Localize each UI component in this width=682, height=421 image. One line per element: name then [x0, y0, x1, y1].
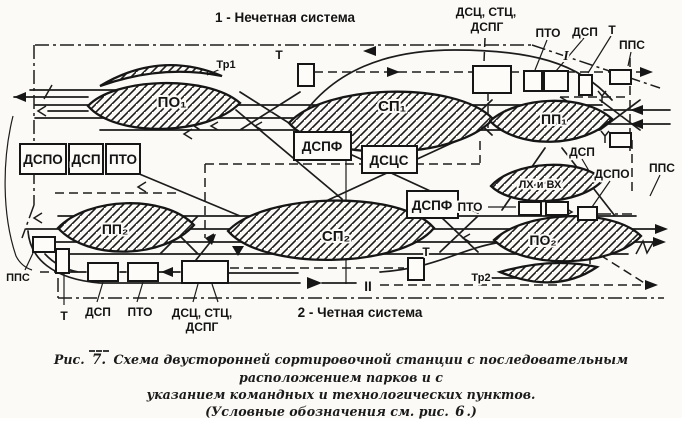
post-dsp-left-label: ДСП [71, 152, 100, 167]
post-dspf-lower-box [406, 190, 459, 219]
caption-line-2: указанием командных и технологических пу… [0, 386, 682, 403]
page-edge-curve [4, 115, 33, 271]
post-pto-left-label: ПТО [109, 152, 137, 167]
post-dspf-lower-label: ДСПФ [412, 198, 453, 213]
label-top-dspg: ДСПГ [471, 20, 504, 34]
label-right-dsp: ДСП [569, 145, 595, 159]
park-po2-label: ПО₂ [529, 232, 556, 248]
station-boundaries [4, 44, 664, 299]
post-dsp-left-box [68, 143, 104, 175]
dash-dot-boundary [21, 44, 664, 299]
label-top-t: Т [608, 23, 616, 37]
park-po1-label: ПО₁ [158, 94, 187, 111]
post-dspf-lower: ДСПФ [406, 190, 459, 219]
caption-note-prefix: (Условные обозначения см. рис. [205, 404, 449, 419]
depot-lh-vh-label: ЛХ и ВХ [519, 179, 562, 191]
post-pto-left: ПТО [105, 143, 141, 175]
post-dsp-left: ДСП [68, 143, 104, 175]
parks: ПО₁ СП₁ ПП₁ ЛХ и ВХ ПП₂ СП₂ ПО₂ [56, 63, 643, 284]
labeled-posts: ДСПО ДСП ПТО ДСПФ ДСЦС ДСПФ [19, 131, 459, 219]
caption-figure-number: 7. [89, 350, 110, 369]
park-po1-shape [86, 81, 242, 131]
label-top-pto: ПТО [536, 26, 561, 40]
station-diagram: ПО₁ СП₁ ПП₁ ЛХ и ВХ ПП₂ СП₂ ПО₂ ДСПО ДСП… [4, 3, 677, 336]
post-dspf-upper-box [293, 131, 352, 161]
post-dspf-upper: ДСПФ [293, 131, 352, 161]
post-pto-left-box [105, 143, 141, 175]
park-pp2-label: ПП₂ [102, 221, 128, 237]
label-right-pps: ППС [649, 161, 675, 175]
label-bottom-dsp: ДСП [85, 305, 111, 319]
figure-caption: Рис. 7. Схема двусторонней сортировочной… [0, 350, 682, 421]
label-top-dsc-stc: ДСЦ, СТЦ, [456, 5, 516, 19]
park-pp1-label: ПП₁ [541, 111, 567, 127]
label-t-lower: Т [422, 245, 430, 259]
odd-system-title: 1 - Нечетная система [215, 10, 356, 25]
park-pp2-shape [56, 202, 196, 253]
post-boxes [32, 63, 632, 284]
park-sp2-shape [226, 199, 436, 262]
caption-note-number: 6 [455, 404, 465, 420]
caption-text-line1: Схема двусторонней сортировочной станции… [113, 352, 629, 385]
label-bottom-pps: ППС [6, 272, 30, 284]
caption-figure-prefix: Рис. [53, 352, 85, 367]
post-dscs-label: ДСЦС [370, 153, 409, 168]
post-dscs: ДСЦС [361, 145, 418, 174]
post-dspo-left-box [19, 143, 67, 175]
post-dspo-left-label: ДСПО [23, 152, 63, 167]
leader-lines [24, 35, 661, 305]
hump-crescent-tr2 [496, 261, 600, 284]
caption-line-1: Рис. 7. Схема двусторонней сортировочной… [0, 350, 682, 386]
label-tr2: Тр2 [471, 272, 490, 284]
caption-note-suffix: .) [466, 404, 477, 419]
hump-crescent-tr1 [99, 63, 223, 88]
label-roman-i: I [562, 48, 569, 63]
label-bottom-t: Т [60, 309, 68, 323]
label-roman-ii: II [364, 279, 372, 294]
label-t-upper: Т [275, 48, 283, 62]
label-top-pps: ППС [619, 38, 645, 52]
post-dspo-left: ДСПО [19, 143, 67, 175]
label-tr1: Тр1 [216, 59, 235, 71]
park-sp2-label: СП₂ [322, 228, 350, 245]
label-bottom-pto: ПТО [128, 305, 153, 319]
even-system-title: 2 - Четная система [298, 305, 423, 320]
park-po2-shape [492, 215, 643, 263]
label-bottom-dspg: ДСПГ [186, 320, 219, 334]
label-bottom-dsc-stc: ДСЦ, СТЦ, [172, 306, 232, 320]
annotations: 1 - Нечетная система 2 - Четная система … [4, 3, 677, 336]
post-dscs-box [361, 145, 418, 174]
caption-text-line2: указанием командных и технологических пу… [146, 387, 536, 402]
park-pp1-shape [488, 99, 614, 143]
label-mid-pto: ПТО [458, 200, 483, 214]
caption-line-3: (Условные обозначения см. рис. 6.) [0, 403, 682, 421]
label-right-dspo: ДСПО [594, 167, 629, 181]
park-sp1-label: СП₁ [378, 98, 406, 115]
post-dspf-upper-label: ДСПФ [302, 139, 343, 154]
label-top-dsp: ДСП [572, 25, 598, 39]
depot-lh-vh-shape [489, 163, 605, 203]
